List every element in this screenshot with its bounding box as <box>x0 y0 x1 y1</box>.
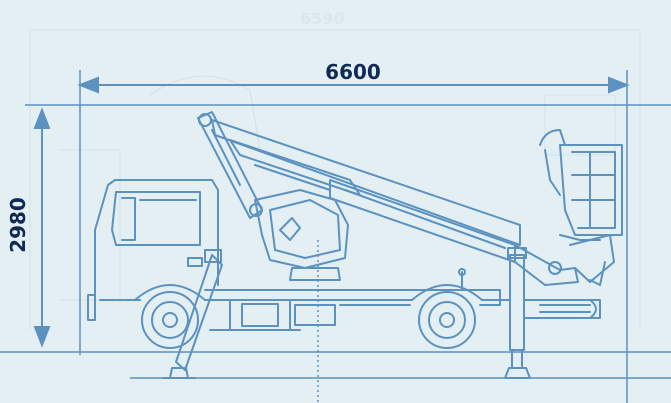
front-wheel <box>141 291 199 349</box>
boom-upper-arm <box>211 119 521 246</box>
height-label: 2980 <box>6 197 30 253</box>
turret <box>254 189 349 269</box>
truck-cab <box>94 179 219 301</box>
jib <box>569 234 615 283</box>
rear-outrigger <box>509 254 525 351</box>
rear-wheel <box>418 291 476 349</box>
height-dimension <box>33 107 51 348</box>
length-label: 6600 <box>325 60 381 84</box>
length-dimension <box>77 76 630 94</box>
frame-lines <box>0 70 671 403</box>
cab-window <box>111 191 201 246</box>
truck <box>87 111 623 379</box>
basket <box>559 144 623 236</box>
background-watermark <box>29 29 641 330</box>
chassis <box>204 289 501 306</box>
ghost-dimension-label: 6590 <box>300 9 345 28</box>
